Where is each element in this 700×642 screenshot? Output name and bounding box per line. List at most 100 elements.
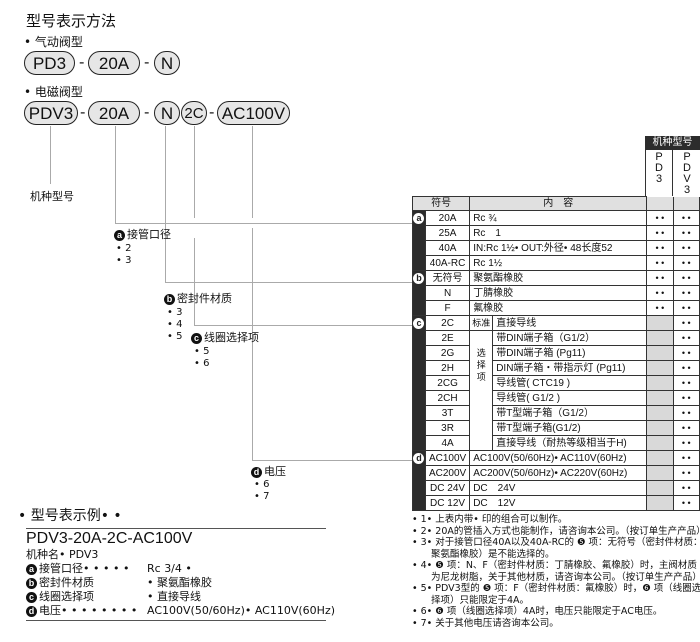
- badge-d-icon: d: [26, 605, 37, 617]
- code-20a: 20A: [88, 101, 140, 125]
- symbol-cell: 2H: [424, 360, 471, 376]
- content-cell: 带T型端子箱(G1/2): [492, 420, 648, 436]
- pdv3-available: • •: [672, 450, 700, 466]
- example-value: Rc 3/4 •: [147, 562, 192, 575]
- pd3-available: • •: [646, 270, 674, 286]
- symbol-cell: 2CG: [424, 375, 471, 391]
- pd3-unavailable: [646, 420, 674, 436]
- badge-a-icon: a: [114, 229, 125, 241]
- content-cell: Rc 1½: [469, 255, 648, 271]
- badge-b-icon: b: [26, 577, 37, 589]
- connector-line: [252, 460, 412, 461]
- code-n: N: [154, 101, 180, 125]
- content-cell: AC100V(50/60Hz)• AC110V(60Hz): [469, 450, 648, 466]
- note-line: • 6• ❻ 项（线圈选择项）4A时，电压只能限定于AC电压。: [412, 606, 663, 617]
- pdv3-available: • •: [672, 435, 700, 451]
- pdv3-available: • •: [672, 495, 700, 511]
- pd3-unavailable: [646, 315, 674, 331]
- note-ref: • 6: [194, 358, 210, 369]
- pdv3-available: • •: [672, 285, 700, 301]
- symbol-cell: 3T: [424, 405, 471, 421]
- symbol-cell: DC 24V: [424, 480, 471, 496]
- pd3-unavailable: [646, 495, 674, 511]
- separator: -: [144, 103, 150, 121]
- content-cell: 氟橡胶: [469, 300, 648, 316]
- group-d-title: 电压: [264, 465, 286, 478]
- connector-line: [194, 126, 195, 218]
- connector-line: [50, 126, 51, 184]
- content-cell: 丁腈橡胶: [469, 285, 648, 301]
- symbol-cell: DC 12V: [424, 495, 471, 511]
- badge-c-icon: c: [413, 318, 425, 329]
- note-ref: • 5: [194, 346, 210, 357]
- pd3-unavailable: [646, 435, 674, 451]
- pdv3-available: • •: [672, 315, 700, 331]
- symbol-cell: 20A: [424, 210, 471, 226]
- content-cell: DC 12V: [469, 495, 648, 511]
- badge-a-icon: a: [413, 213, 425, 224]
- code-pdv3: PDV3: [24, 101, 78, 125]
- separator: -: [79, 53, 85, 71]
- pdv3-available: • •: [672, 360, 700, 376]
- pdv3-available: • •: [672, 270, 700, 286]
- header-spacer: [646, 196, 674, 211]
- example-item: 接管口径• • • • •: [39, 562, 130, 575]
- content-cell: AC200V(50/60Hz)• AC220V(60Hz): [469, 465, 648, 481]
- model-col-pdv3: P D V 3: [672, 150, 700, 196]
- symbol-cell: 无符号: [424, 270, 471, 286]
- pd3-unavailable: [646, 390, 674, 406]
- symbol-cell: F: [424, 300, 471, 316]
- symbol-cell: 4A: [424, 435, 471, 451]
- table-header-row: 符号内 容: [411, 196, 700, 211]
- connector-line: [252, 126, 253, 218]
- example-model: 机种名• PDV3: [26, 548, 99, 561]
- connector-line: [115, 223, 412, 224]
- pd3-available: • •: [646, 210, 674, 226]
- symbol-cell: 3R: [424, 420, 471, 436]
- pdv3-available: • •: [672, 255, 700, 271]
- example-item: 电压• • • • • • • •: [39, 604, 138, 617]
- badge-a-icon: a: [26, 563, 37, 575]
- badge-c-icon: c: [191, 332, 202, 344]
- note-ref: • 7: [254, 491, 270, 502]
- separator: -: [80, 103, 86, 121]
- pd3-unavailable: [646, 465, 674, 481]
- pd3-available: • •: [646, 255, 674, 271]
- content-cell: DIN端子箱・带指示灯 (Pg11): [492, 360, 648, 376]
- standard-label: 标准: [469, 315, 494, 331]
- note-ref: • 2: [116, 243, 132, 254]
- symbol-cell: 25A: [424, 225, 471, 241]
- note-line: • 2• 20A的管插入方式也能制作，请咨询本公司。（按订单生产产品）: [412, 525, 700, 537]
- pdv3-available: • •: [672, 420, 700, 436]
- badge-d-icon: d: [413, 453, 425, 464]
- code-2c: 2C: [181, 101, 207, 125]
- symbol-cell: 2CH: [424, 390, 471, 406]
- pd3-unavailable: [646, 360, 674, 376]
- pdv3-available: • •: [672, 210, 700, 226]
- code-pd3: PD3: [24, 51, 75, 75]
- pd3-unavailable: [646, 450, 674, 466]
- symbol-cell: 2C: [424, 315, 471, 331]
- example-value: AC100V(50/60Hz)• AC110V(60Hz): [147, 604, 336, 617]
- model-type-label: 机种型号: [30, 190, 74, 203]
- note-line: • 5• PDV3型的 ❺ 项：F（密封件材质：氟橡胶）时，❻ 项（线圈选: [412, 583, 700, 594]
- pdv3-available: • •: [672, 480, 700, 496]
